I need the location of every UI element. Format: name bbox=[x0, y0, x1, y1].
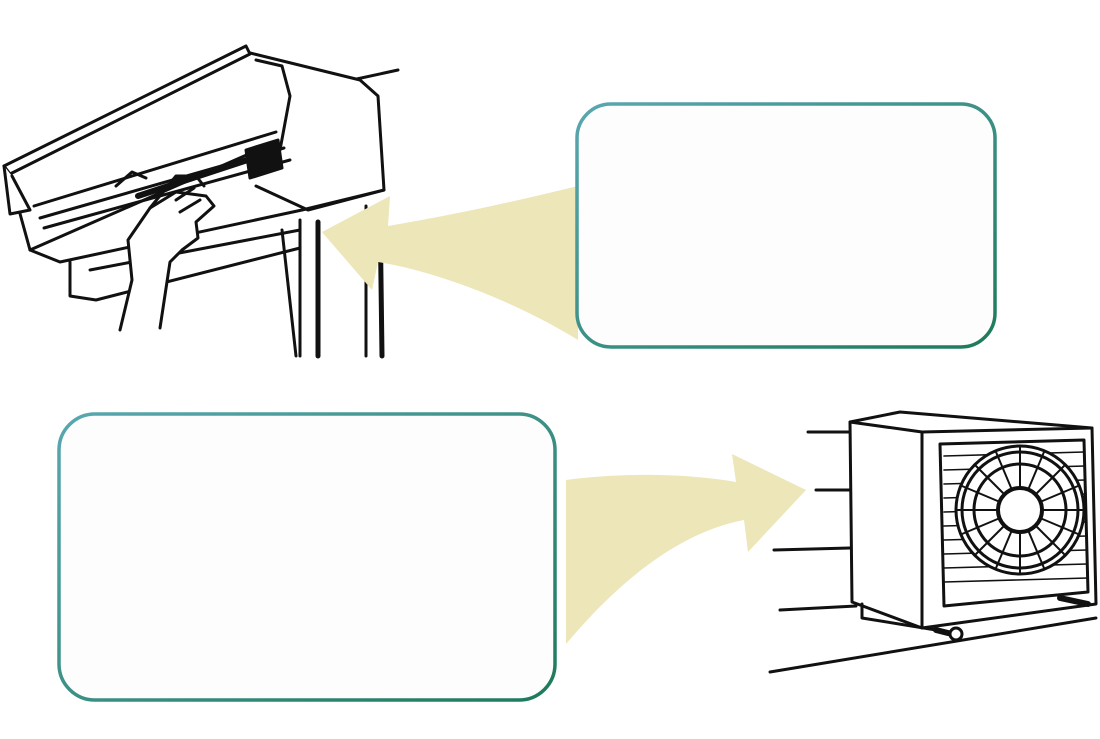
outdoor-condenser-icon bbox=[768, 410, 1098, 674]
indoor-split-ac-icon bbox=[2, 44, 400, 359]
arrow-to-indoor-unit bbox=[322, 186, 578, 340]
lower-label-box bbox=[57, 412, 557, 702]
upper-label-box bbox=[575, 102, 997, 349]
arrow-to-outdoor-unit bbox=[566, 454, 806, 644]
